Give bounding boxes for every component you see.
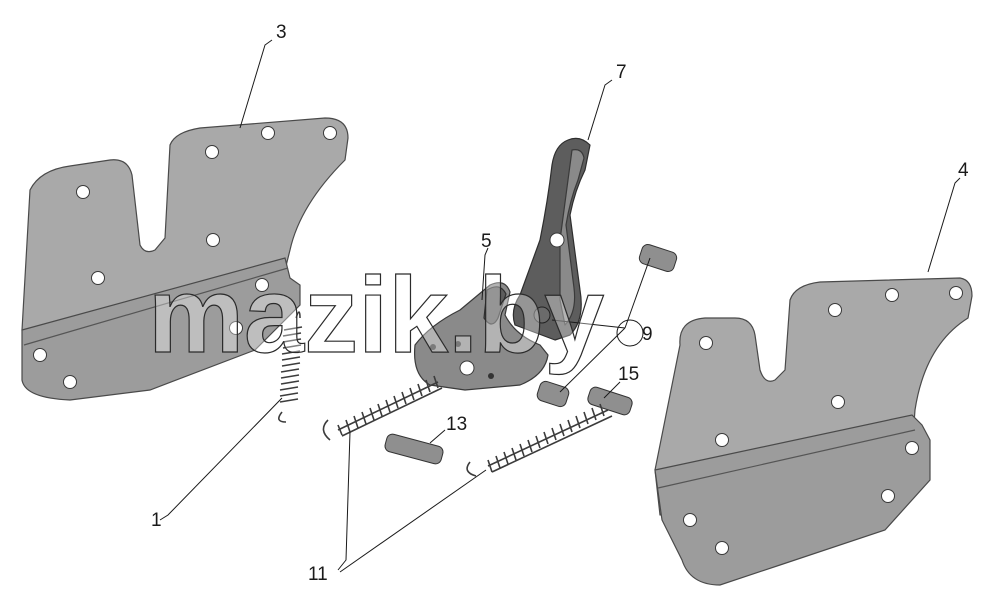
callout-11: 11 xyxy=(308,564,328,585)
hole xyxy=(949,286,963,300)
hole xyxy=(255,278,269,292)
long-spring-upper-part-11 xyxy=(322,375,443,441)
leader-3 xyxy=(239,39,273,129)
lever-pivot-bolt xyxy=(533,306,551,324)
long-spring-lower-part-11 xyxy=(466,403,613,477)
leader-lines xyxy=(159,39,961,573)
leader-11b xyxy=(339,469,487,573)
callout-3: 3 xyxy=(276,22,287,43)
hole xyxy=(699,336,713,350)
small-spring-coil xyxy=(278,311,303,423)
leader-9a xyxy=(551,319,626,329)
lever-part-7 xyxy=(512,137,591,341)
callout-7: 7 xyxy=(616,62,627,83)
pawl-rivet xyxy=(430,344,436,350)
leader-9-circle xyxy=(616,319,644,347)
left-plate-body xyxy=(21,117,349,361)
leader-9b xyxy=(624,257,651,329)
pawl-rivet xyxy=(455,341,461,347)
hole xyxy=(76,185,90,199)
hole xyxy=(715,433,729,447)
callout-15: 15 xyxy=(618,364,639,385)
leader-5 xyxy=(481,247,489,301)
callout-4: 4 xyxy=(958,160,969,181)
lever-hole xyxy=(549,232,565,248)
hole xyxy=(881,489,895,503)
leader-13 xyxy=(429,429,446,444)
hole xyxy=(91,271,105,285)
hole xyxy=(205,145,219,159)
hole xyxy=(885,288,899,302)
hole xyxy=(229,321,243,335)
hole xyxy=(323,126,337,140)
watermark-text: mazik.by xyxy=(148,254,604,375)
small-spring-part-1 xyxy=(278,311,303,423)
leader-15 xyxy=(603,381,621,399)
leader-11a xyxy=(337,431,351,571)
stud-part-13 xyxy=(384,433,444,465)
callout-1: 1 xyxy=(151,510,162,531)
hole xyxy=(715,541,729,555)
lever-face xyxy=(559,149,585,326)
bolt-lower xyxy=(536,380,570,408)
hole xyxy=(63,375,77,389)
leader-9c xyxy=(559,327,626,393)
callout-9: 9 xyxy=(642,324,653,345)
hole xyxy=(261,126,275,140)
leader-7 xyxy=(587,79,613,141)
leader-1 xyxy=(159,397,283,521)
callout-13: 13 xyxy=(446,414,467,435)
hole xyxy=(828,303,842,317)
callout-labels: 3 4 7 5 9 15 13 1 11 xyxy=(151,22,969,585)
hole xyxy=(206,233,220,247)
left-plate-bend-line xyxy=(23,267,289,346)
left-plate-fold xyxy=(21,257,301,401)
bolt-upper-right xyxy=(638,243,678,273)
right-mounting-plate xyxy=(654,277,973,586)
hole xyxy=(33,348,47,362)
pawl-plate-edge xyxy=(483,286,507,325)
left-mounting-plate xyxy=(21,117,349,401)
pawl-rivet xyxy=(488,373,494,379)
bolt-group-part-9 xyxy=(536,243,678,408)
pawl-hole xyxy=(459,360,475,376)
hole xyxy=(905,441,919,455)
lower-spring-coil xyxy=(466,403,613,477)
callout-5: 5 xyxy=(481,231,492,252)
upper-spring-coil xyxy=(322,375,443,441)
hole xyxy=(831,395,845,409)
hole xyxy=(683,513,697,527)
pawl-plate-part-5 xyxy=(413,282,549,391)
right-plate-bend-line xyxy=(657,429,916,489)
leader-4 xyxy=(927,177,961,273)
